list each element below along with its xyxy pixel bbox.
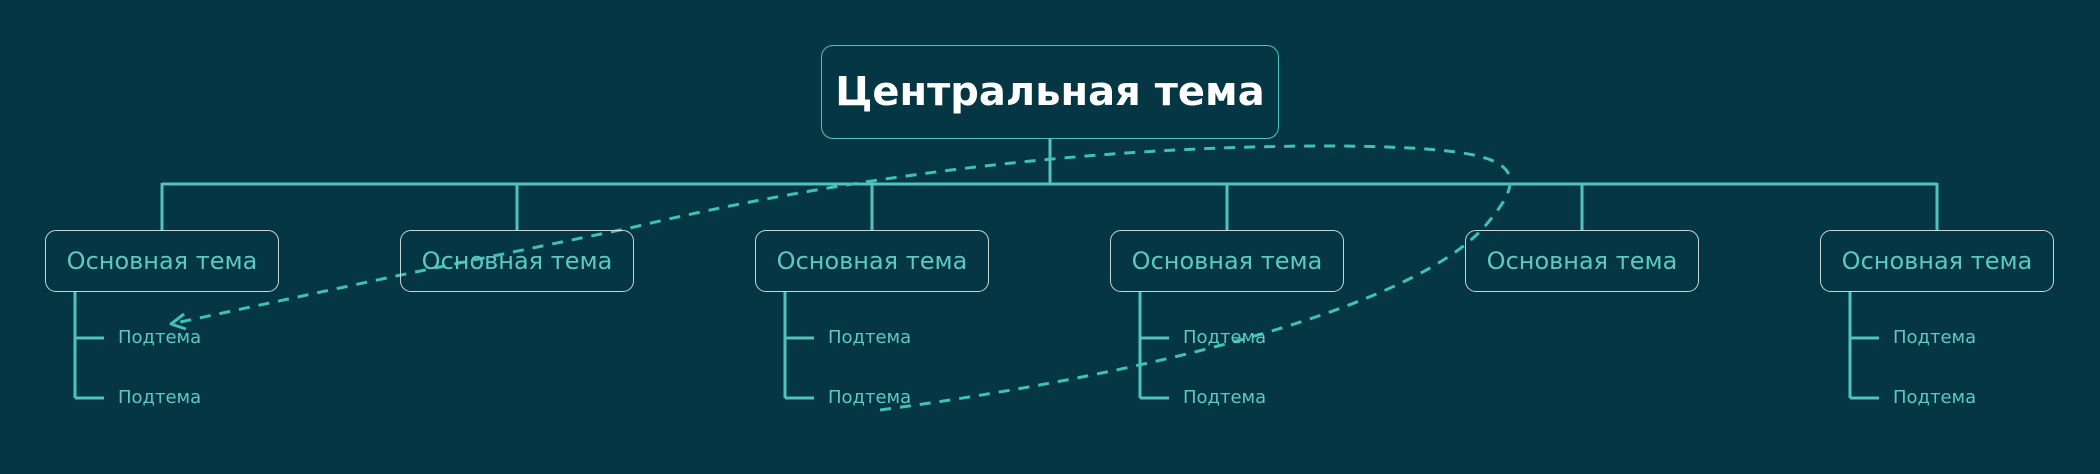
subtopic-1-2[interactable]: Подтема xyxy=(118,387,202,408)
main-topic-2[interactable]: Основная тема xyxy=(400,230,634,292)
central-topic[interactable]: Центральная тема xyxy=(821,45,1279,139)
main-topic-6[interactable]: Основная тема xyxy=(1820,230,2054,292)
relationship-arrow-head xyxy=(169,312,187,331)
subtopic-1-1[interactable]: Подтема xyxy=(118,327,202,348)
subtopic-4-1[interactable]: Подтема xyxy=(1183,327,1267,348)
main-topic-4[interactable]: Основная тема xyxy=(1110,230,1344,292)
subtopic-connector-3 xyxy=(783,292,814,400)
main-topic-5[interactable]: Основная тема xyxy=(1465,230,1699,292)
subtopic-6-1[interactable]: Подтема xyxy=(1893,327,1977,348)
subtopic-connector-6 xyxy=(1848,292,1879,400)
relationship-line[interactable] xyxy=(170,144,1512,412)
subtopic-6-2[interactable]: Подтема xyxy=(1893,387,1977,408)
subtopic-connector-4 xyxy=(1138,292,1169,400)
main-topic-3[interactable]: Основная тема xyxy=(755,230,989,292)
subtopic-3-1[interactable]: Подтема xyxy=(828,327,912,348)
main-topic-1[interactable]: Основная тема xyxy=(45,230,279,292)
subtopic-4-2[interactable]: Подтема xyxy=(1183,387,1267,408)
subtopic-connector-1 xyxy=(73,292,104,400)
subtopic-3-2[interactable]: Подтема xyxy=(828,387,912,408)
